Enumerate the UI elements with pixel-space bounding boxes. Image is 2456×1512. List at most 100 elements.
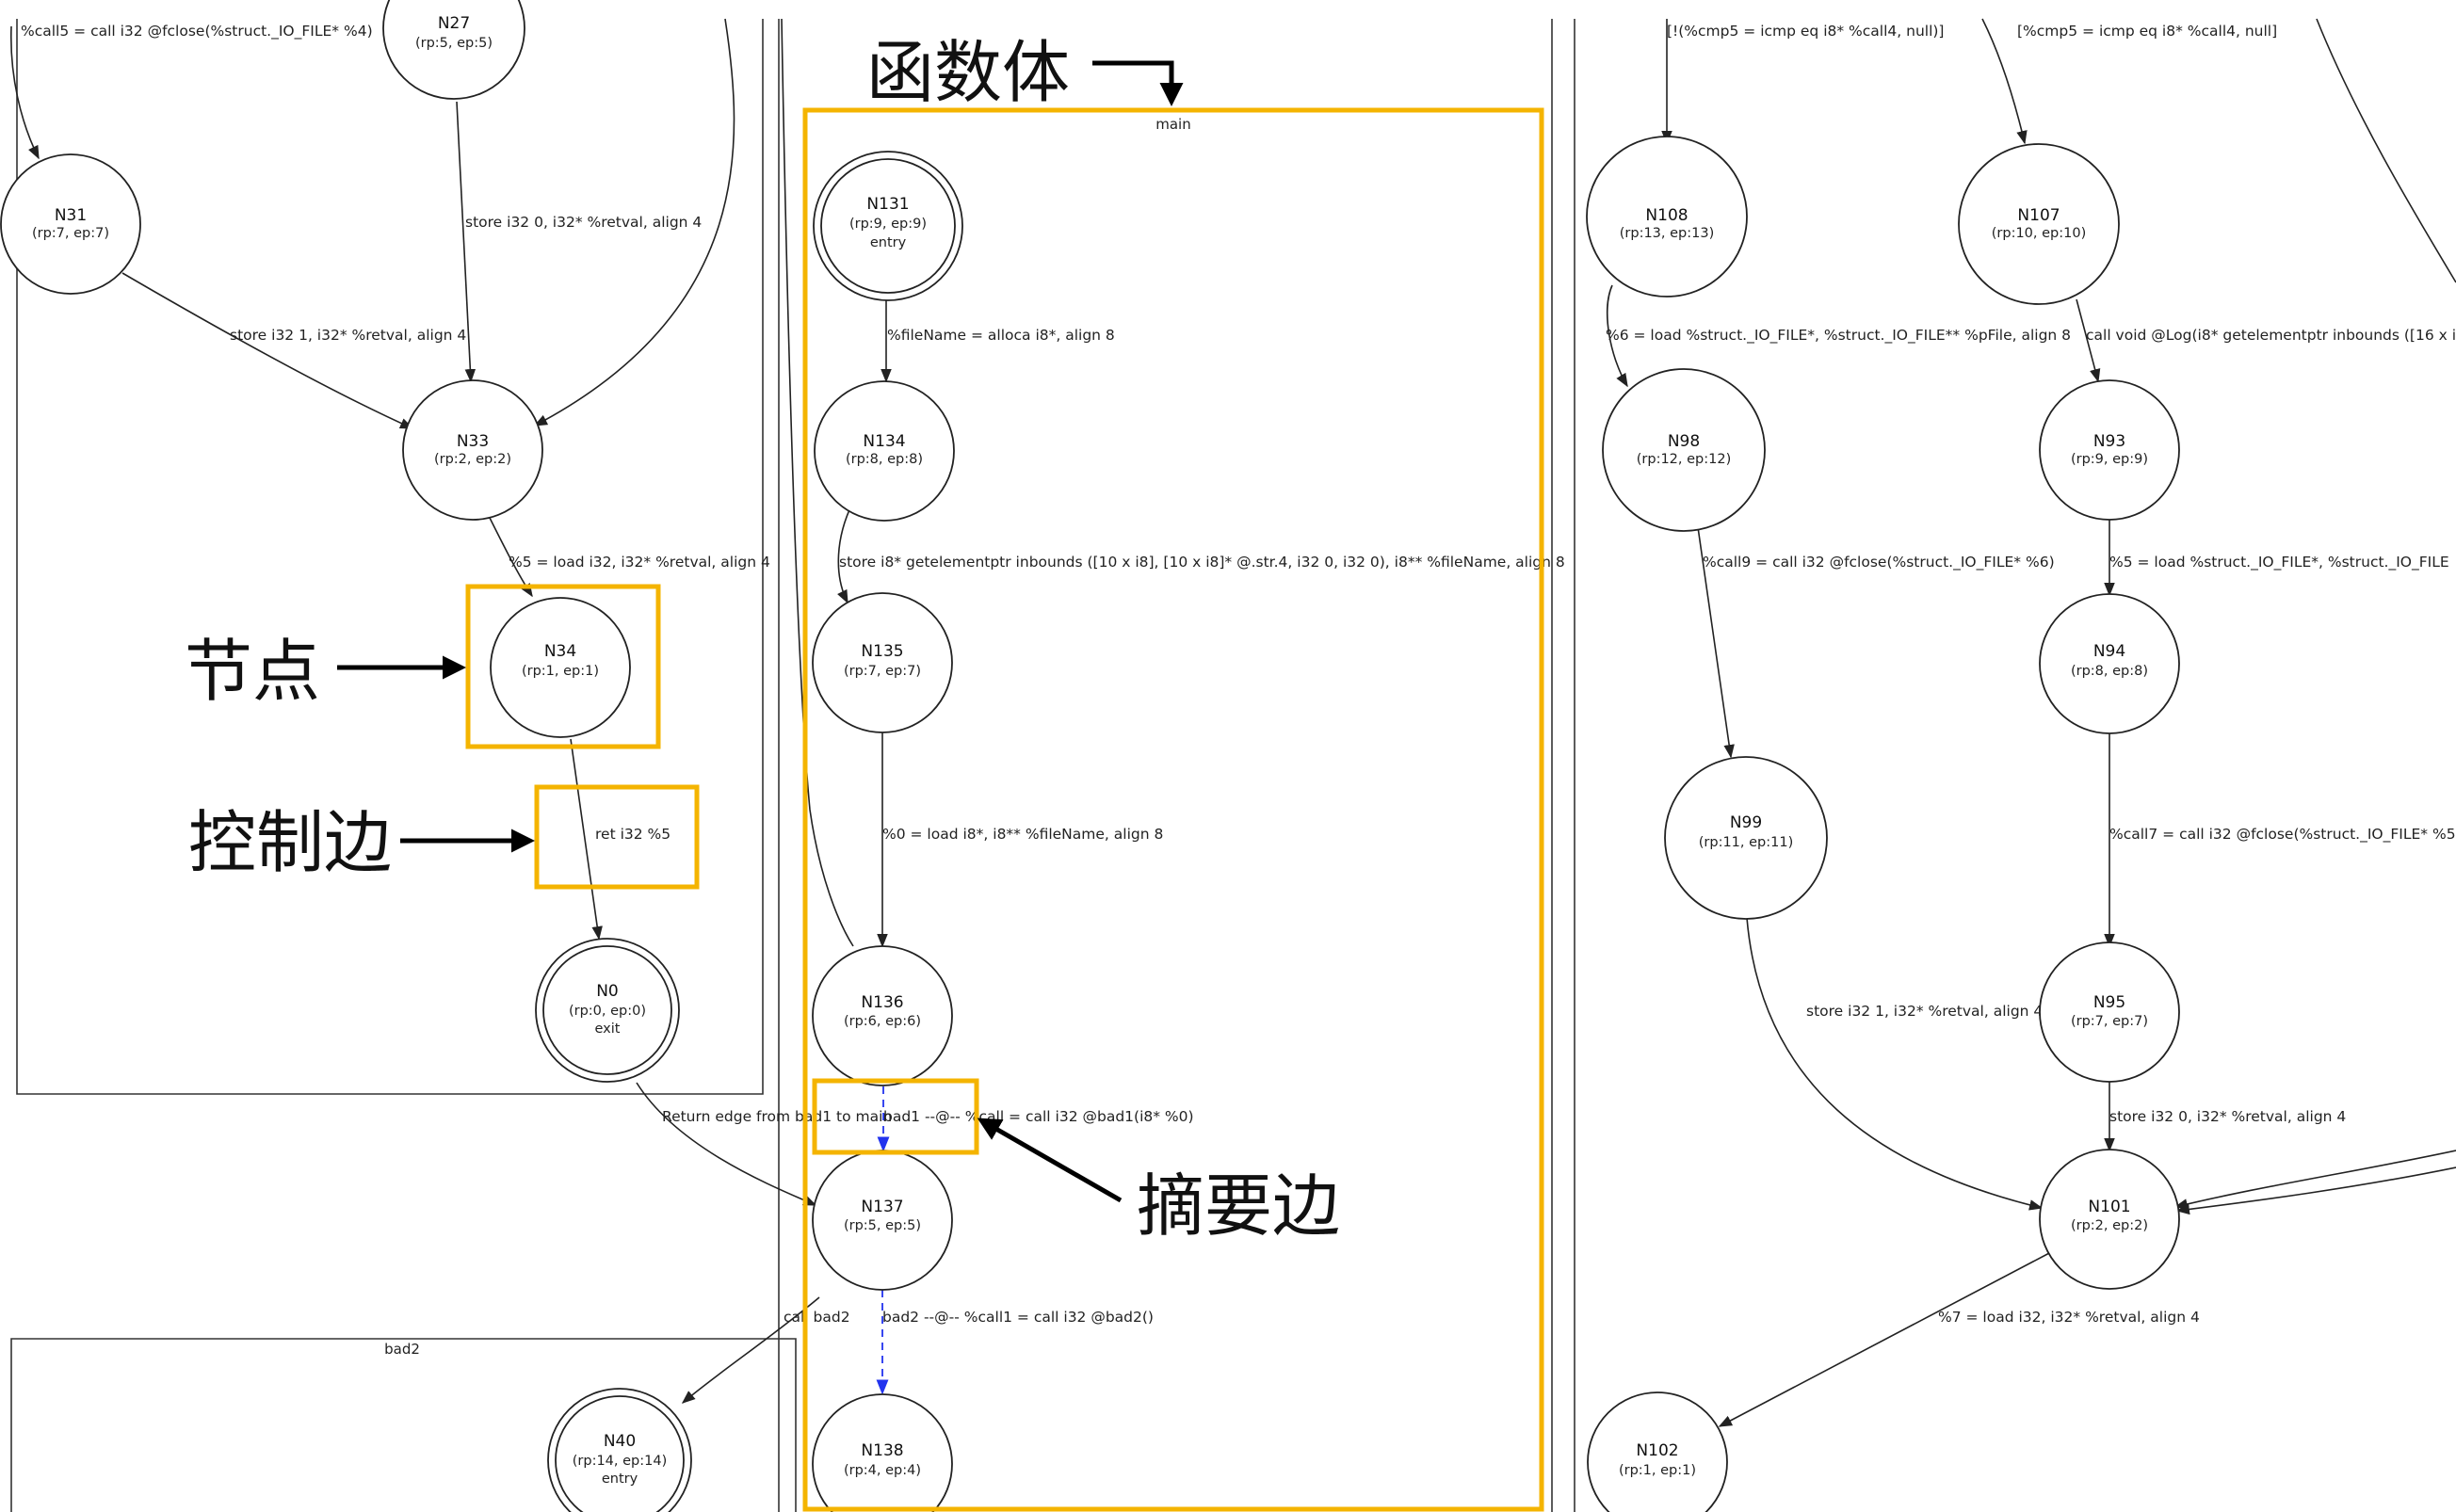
edge-n107-n93 — [2076, 298, 2101, 383]
node-n95-id: N95 — [2093, 993, 2125, 1012]
edge-label-cmp: [%cmp5 = icmp eq i8* %call4, null] — [2017, 23, 2277, 40]
node-n0-role: exit — [595, 1021, 621, 1037]
node-n108-id: N108 — [1645, 206, 1688, 225]
node-n135-sub: (rp:7, ep:7) — [844, 664, 921, 679]
node-n135: N135 (rp:7, ep:7) — [812, 592, 953, 733]
edge-to-n107 — [1981, 18, 2028, 145]
node-n93: N93 (rp:9, ep:9) — [2039, 379, 2180, 521]
annotation-node: 节点 — [185, 632, 320, 711]
edge-n108-n98 — [1607, 284, 1628, 388]
edge-label-cmp-not: [!(%cmp5 = icmp eq i8* %call4, null)] — [1667, 23, 1944, 40]
node-n99-id: N99 — [1730, 813, 1762, 832]
node-n101-sub: (rp:2, ep:2) — [2071, 1218, 2148, 1233]
edge-label-load5b: %5 = load %struct._IO_FILE*, %struct._IO… — [2109, 554, 2449, 571]
annotation-control-edge: 控制边 — [188, 803, 392, 882]
edge-label-load7: %7 = load i32, i32* %retval, align 4 — [1938, 1309, 2200, 1326]
node-n31-id: N31 — [55, 206, 87, 225]
edge-return-n0-n137 — [636, 1082, 817, 1206]
node-n0-sub: (rp:0, ep:0) — [569, 1004, 646, 1019]
highlight-node — [465, 584, 661, 749]
node-n138-sub: (rp:4, ep:4) — [844, 1463, 921, 1478]
edge-n27-n33 — [456, 101, 477, 383]
node-n101: N101 (rp:2, ep:2) — [2039, 1149, 2180, 1290]
edge-label-store1b: store i32 1, i32* %retval, align 4 — [1806, 1003, 2043, 1020]
cluster-left-frame — [16, 19, 764, 1095]
edge-call-bad2 — [681, 1296, 820, 1404]
node-n40-role: entry — [602, 1472, 638, 1487]
node-n101-id: N101 — [2088, 1198, 2130, 1216]
edge-label-summary1: bad1 --@-- %call = call i32 @bad1(i8* %0… — [883, 1108, 1194, 1125]
edge-label-call-log: call void @Log(i8* getelementptr inbound… — [2086, 327, 2456, 344]
edge-n101-n102 — [1718, 1251, 2052, 1427]
edge-right-in-1 — [2173, 1150, 2456, 1210]
edge-label-return: Return edge from bad1 to main — [662, 1108, 892, 1125]
edge-label-load0: %0 = load i8*, i8** %fileName, align 8 — [882, 826, 1163, 843]
node-n131-id: N131 — [866, 195, 909, 214]
edge-label-call9: %call9 = call i32 @fclose(%struct._IO_FI… — [1703, 554, 2055, 571]
node-n134: N134 (rp:8, ep:8) — [814, 380, 955, 522]
node-n134-id: N134 — [863, 432, 905, 451]
edge-label-ret: ret i32 %5 — [595, 826, 671, 843]
node-n102-sub: (rp:1, ep:1) — [1619, 1463, 1696, 1478]
edge-label-call7: %call7 = call i32 @fclose(%struct._IO_FI… — [2109, 826, 2456, 844]
annotation-arrow-function-body — [1092, 60, 1184, 106]
edge-label-alloca: %fileName = alloca i8*, align 8 — [887, 327, 1115, 344]
node-n95-sub: (rp:7, ep:7) — [2071, 1014, 2148, 1029]
node-n40-sub: (rp:14, ep:14) — [573, 1454, 668, 1469]
node-n102: N102 (rp:1, ep:1) — [1587, 1391, 1728, 1512]
node-n31-sub: (rp:7, ep:7) — [32, 226, 109, 241]
node-n138-id: N138 — [861, 1441, 903, 1460]
node-n27-sub: (rp:5, ep:5) — [415, 36, 493, 51]
edge-n34-n0 — [570, 738, 603, 941]
node-n136-sub: (rp:6, ep:6) — [844, 1014, 921, 1029]
node-n27: N27 (rp:5, ep:5) — [382, 0, 525, 100]
node-n0-id: N0 — [596, 982, 619, 1001]
node-n98-sub: (rp:12, ep:12) — [1637, 452, 1732, 467]
node-n99-sub: (rp:11, ep:11) — [1699, 835, 1794, 850]
annotation-function-body: 函数体 — [866, 33, 1070, 112]
highlight-control-edge — [534, 784, 700, 890]
edge-label-load5: %5 = load i32, i32* %retval, align 4 — [509, 554, 770, 571]
annotation-summary-edge: 摘要边 — [1137, 1166, 1340, 1246]
node-n98: N98 (rp:12, ep:12) — [1602, 368, 1766, 532]
node-n93-id: N93 — [2093, 432, 2125, 451]
edge-label-summary2: bad2 --@-- %call1 = call i32 @bad2() — [882, 1309, 1154, 1326]
node-n94: N94 (rp:8, ep:8) — [2039, 593, 2180, 734]
node-n94-sub: (rp:8, ep:8) — [2071, 664, 2148, 679]
edge-loop-to-n33 — [533, 18, 735, 426]
node-n137-id: N137 — [861, 1198, 903, 1216]
node-n99: N99 (rp:11, ep:11) — [1664, 756, 1828, 920]
node-n134-sub: (rp:8, ep:8) — [846, 452, 923, 467]
node-n27-id: N27 — [438, 14, 470, 33]
edge-label-store1: store i32 1, i32* %retval, align 4 — [230, 327, 466, 344]
node-n108: N108 (rp:13, ep:13) — [1586, 136, 1748, 298]
edge-label-call-bad2: call bad2 — [784, 1309, 850, 1326]
node-n131-sub: (rp:9, ep:9) — [849, 217, 927, 232]
highlight-function-body — [802, 107, 1544, 1512]
node-n98-id: N98 — [1668, 432, 1700, 451]
edge-to-n31 — [9, 25, 40, 160]
edge-label-store-gep: store i8* getelementptr inbounds ([10 x … — [839, 554, 1565, 571]
node-n131-role: entry — [870, 235, 907, 250]
highlight-summary-edge — [812, 1078, 979, 1155]
node-n31: N31 (rp:7, ep:7) — [0, 153, 141, 295]
edge-n134-n135 — [837, 503, 853, 604]
node-n137: N137 (rp:5, ep:5) — [812, 1150, 953, 1291]
node-n34: N34 (rp:1, ep:1) — [490, 597, 631, 738]
node-n94-id: N94 — [2093, 642, 2125, 661]
node-n107-sub: (rp:10, ep:10) — [1992, 226, 2087, 241]
cluster-main-title: main — [1155, 116, 1190, 133]
annotation-arrow-summary-edge — [977, 1118, 1123, 1203]
edge-n98-n99 — [1697, 526, 1735, 759]
edge-long-to-n136 — [781, 18, 854, 947]
edge-label-call5: %call5 = call i32 @fclose(%struct._IO_FI… — [21, 23, 373, 40]
edge-n31-n33 — [121, 272, 414, 429]
node-n135-id: N135 — [861, 642, 903, 661]
node-n107: N107 (rp:10, ep:10) — [1958, 143, 2120, 305]
node-n40-id: N40 — [604, 1432, 636, 1451]
edge-right-top-curve — [2316, 18, 2456, 283]
node-n34-id: N34 — [544, 642, 576, 661]
cluster-bad2-title: bad2 — [384, 1341, 420, 1358]
edge-right-in-2 — [2175, 1166, 2456, 1215]
